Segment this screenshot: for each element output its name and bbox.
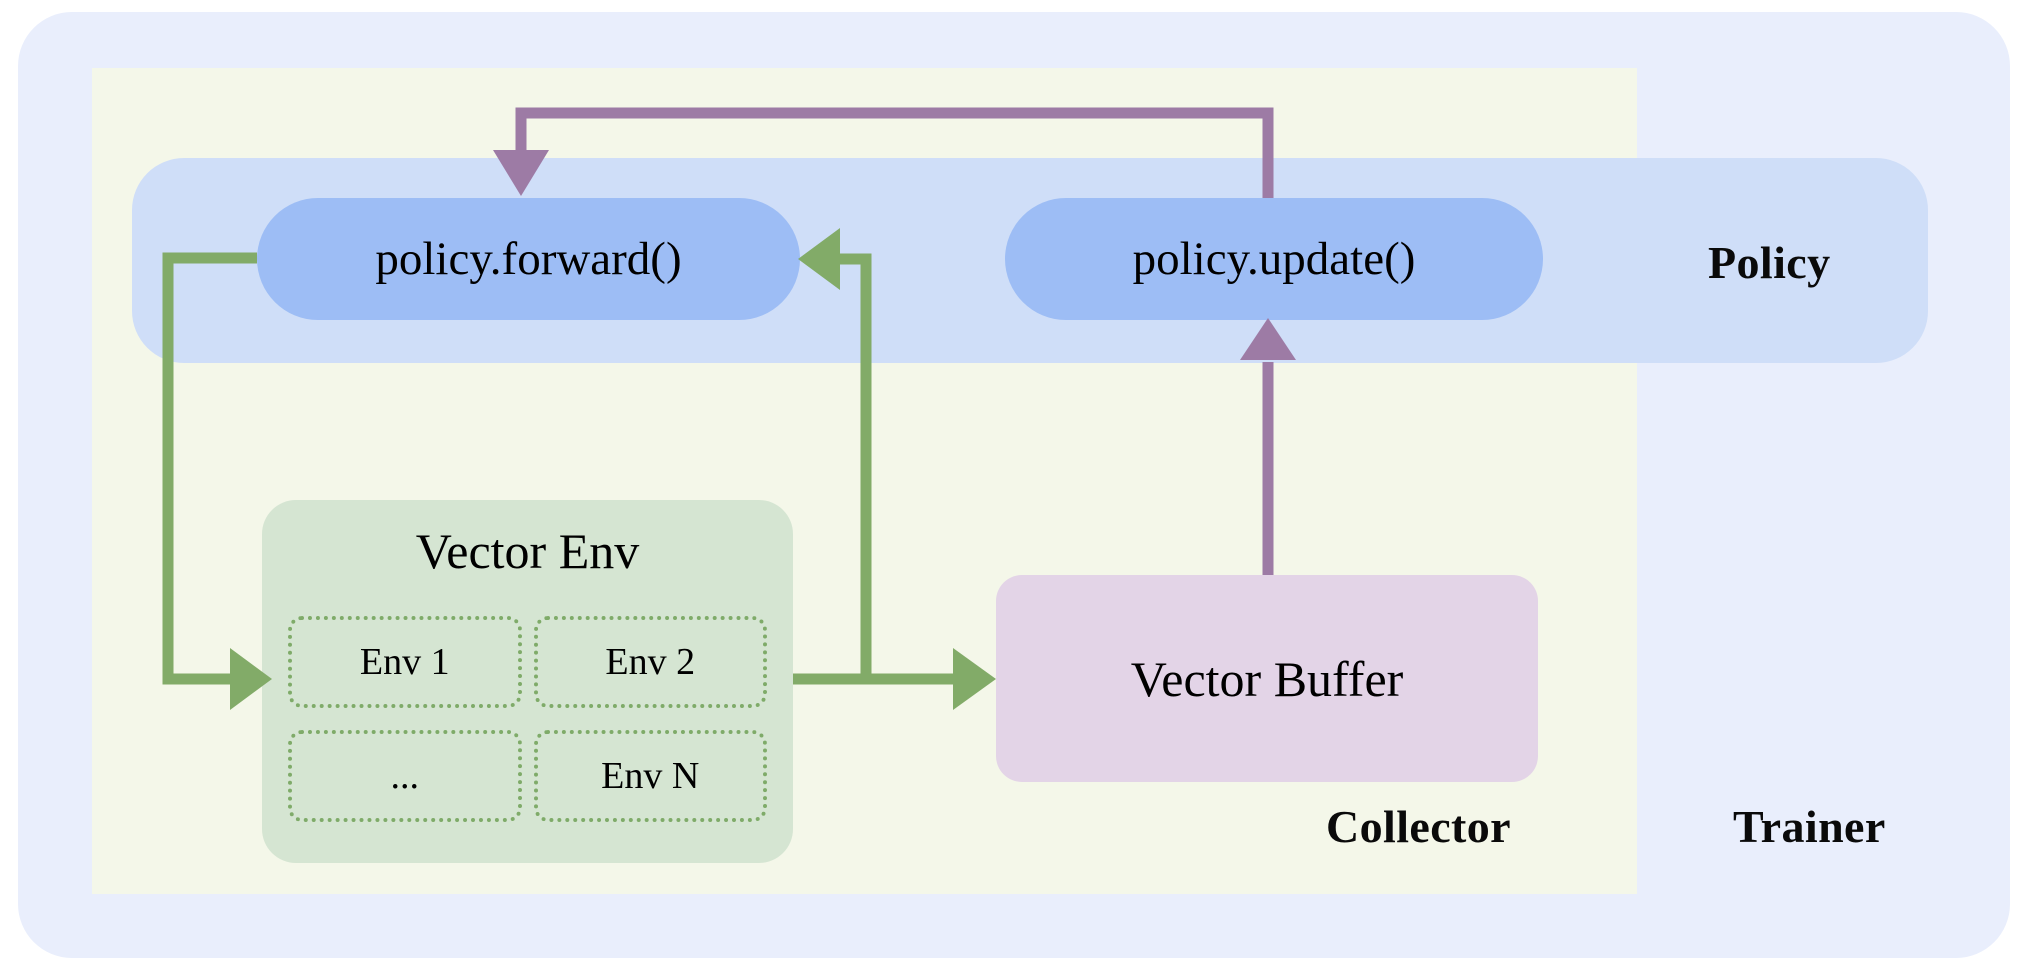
vector-env-title: Vector Env — [415, 523, 640, 579]
policy-region-label: Policy — [1708, 237, 1831, 288]
env-cell-2-label: Env 2 — [605, 641, 696, 683]
node-vector-buffer[interactable]: Vector Buffer — [996, 575, 1538, 782]
node-policy-forward[interactable]: policy.forward() — [257, 198, 800, 320]
node-vector-env[interactable]: Vector Env Env 1 Env 2 ... Env N — [262, 500, 793, 863]
env-cell-2[interactable]: Env 2 — [533, 616, 767, 708]
collector-region-label: Collector — [1326, 801, 1511, 852]
env-cell-1[interactable]: Env 1 — [288, 616, 522, 708]
node-policy-update-label: policy.update() — [1132, 233, 1416, 285]
env-cell-ellipsis[interactable]: ... — [288, 730, 522, 822]
env-cell-1-label: Env 1 — [359, 641, 450, 683]
env-cell-ellipsis-label: ... — [390, 755, 420, 797]
env-cell-n[interactable]: Env N — [533, 730, 767, 822]
env-cell-n-label: Env N — [601, 755, 700, 797]
node-policy-update[interactable]: policy.update() — [1005, 198, 1543, 320]
env-cell-grid: Env 1 Env 2 ... Env N — [262, 616, 793, 822]
node-policy-forward-label: policy.forward() — [375, 233, 682, 285]
node-vector-buffer-label: Vector Buffer — [1130, 650, 1404, 707]
trainer-region-label: Trainer — [1733, 801, 1886, 852]
